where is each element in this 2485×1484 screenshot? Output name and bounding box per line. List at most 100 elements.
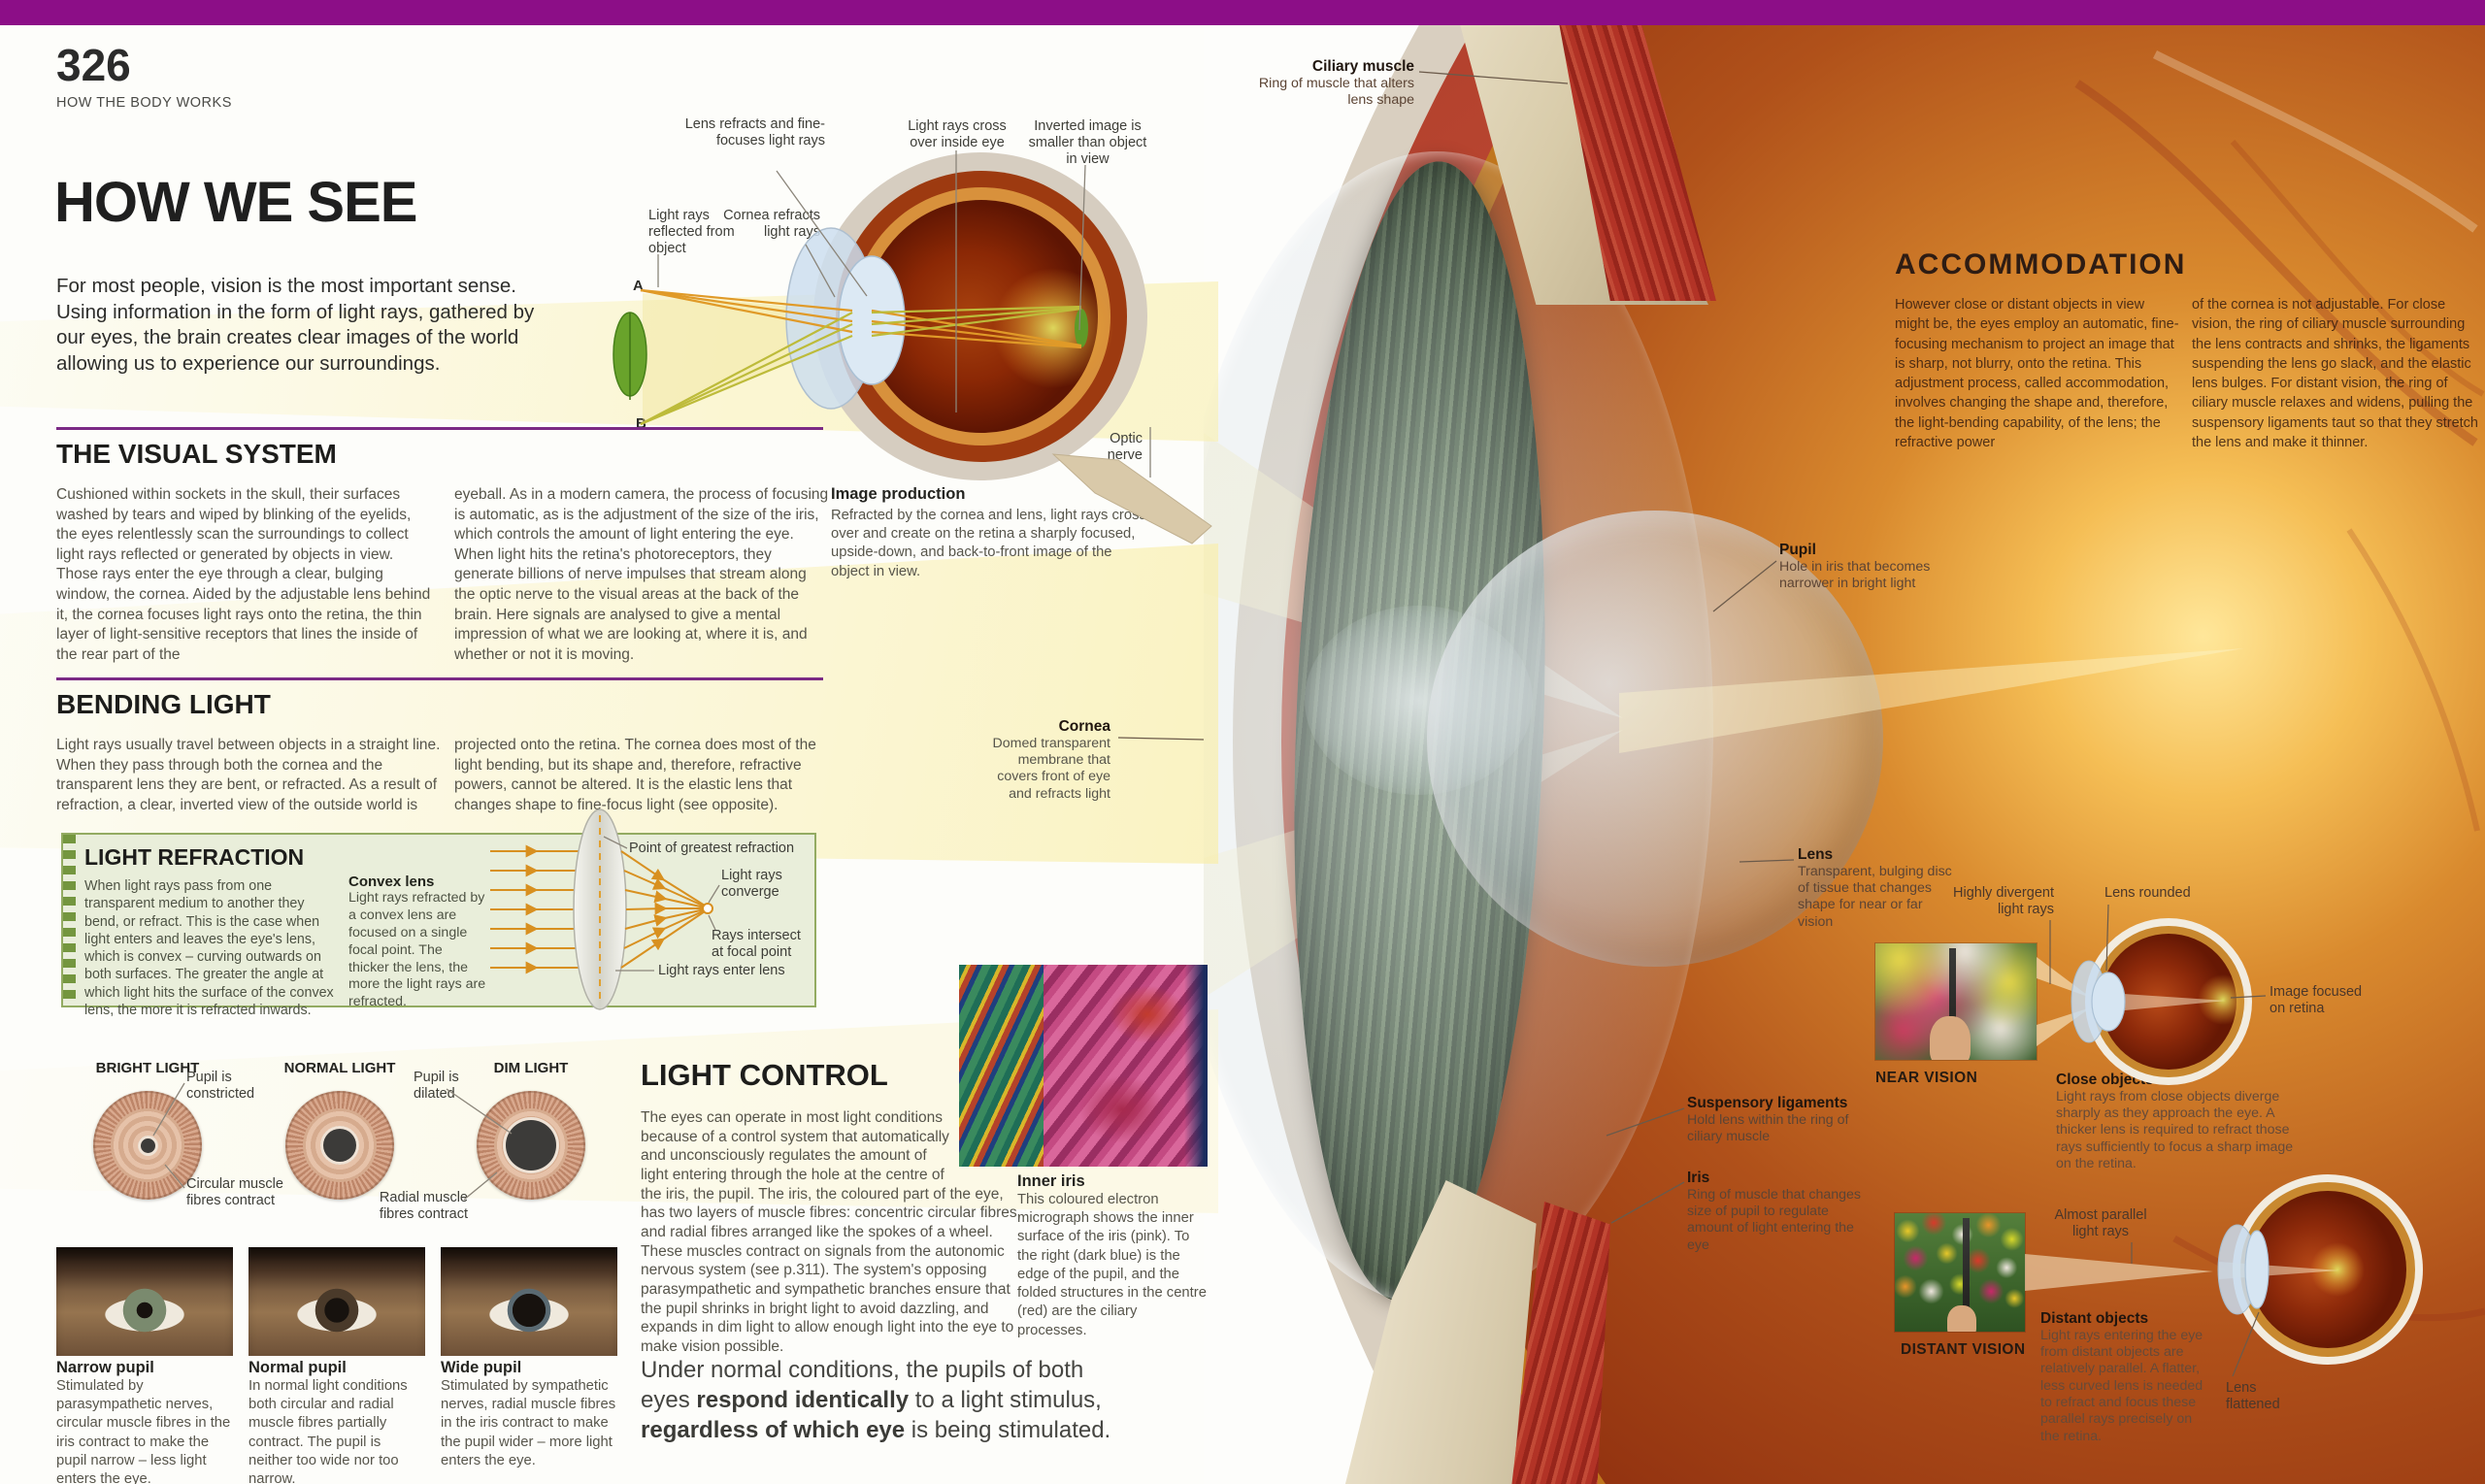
label-lens-refracts: Lens refracts and fine-focuses light ray…: [684, 116, 825, 149]
accommodation-col2: of the cornea is not adjustable. For clo…: [2192, 297, 2478, 451]
label-rays-cross: Light rays cross over inside eye: [908, 118, 1007, 151]
photo-iris: [312, 1284, 362, 1336]
label-lens-rounded: Lens rounded: [2104, 885, 2191, 901]
light-control-body: The eyes can operate in most light condi…: [641, 1109, 1021, 1356]
wide-pupil-body: Stimulated by sympathetic nerves, radial…: [441, 1378, 616, 1468]
ciliary-muscle-title: Ciliary muscle: [1311, 58, 1414, 75]
accommodation-col1: However close or distant objects in view…: [1895, 297, 2179, 451]
iris-label-body: Ring of muscle that changes size of pupi…: [1687, 1186, 1862, 1253]
pupil-label-body: Hole in iris that becomes narrower in br…: [1779, 558, 1931, 592]
label-light-rays-reflected: Light rays reflected from object: [648, 208, 735, 257]
cornea-label-body: Domed transparent membrane that covers f…: [992, 735, 1110, 802]
distant-objects-title: Distant objects: [2040, 1310, 2149, 1327]
refraction-heading: LIGHT REFRACTION: [84, 844, 305, 870]
iris-label-title: Iris: [1687, 1170, 1710, 1186]
narrow-pupil-body: Stimulated by parasympathetic nerves, ci…: [56, 1378, 231, 1484]
accommodation-heading: ACCOMMODATION: [1895, 248, 2187, 280]
light-control-heading: LIGHT CONTROL: [641, 1058, 888, 1092]
giant-eye-sclera: [1233, 25, 2485, 1484]
intro-paragraph: For most people, vision is the most impo…: [56, 275, 535, 375]
page-number: 326: [56, 40, 131, 90]
near-vision-eye-diagram: [2037, 904, 2267, 1085]
pupil-dilated: [506, 1120, 556, 1171]
distant-vision-photo: [1895, 1213, 2025, 1332]
label-image-focused: Image focused on retina: [2270, 984, 2363, 1017]
suspensory-ligaments-title: Suspensory ligaments: [1687, 1095, 1848, 1111]
refraction-body: When light rays pass from one transparen…: [84, 878, 334, 1019]
series-title: HOW THE BODY WORKS: [56, 95, 232, 111]
label-point-b: B: [636, 415, 646, 432]
label-rays-converge: Light rays converge: [721, 868, 782, 901]
normal-light-heading: NORMAL LIGHT: [283, 1060, 396, 1076]
iris-diagram-dim: [477, 1091, 585, 1200]
inner-iris-body: This coloured electron micrograph shows …: [1017, 1192, 1207, 1338]
image-production-body: Refracted by the cornea and lens, light …: [831, 508, 1146, 579]
eye-muscle-bottom: [1511, 1202, 1610, 1484]
lens-label-title: Lens: [1798, 846, 1834, 863]
visual-system-col2: eyeball. As in a modern camera, the proc…: [454, 486, 829, 663]
photo-iris: [119, 1284, 170, 1336]
label-optic-nerve: Optic nerve: [1107, 431, 1143, 464]
refraction-box-edge-decoration: [63, 835, 76, 1006]
label-pupil-dilated: Pupil is dilated: [414, 1070, 459, 1103]
finger: [1946, 1305, 1976, 1332]
pupil-constricted: [141, 1138, 155, 1153]
eye-photo-normal-pupil: [248, 1247, 425, 1356]
finger: [1930, 1016, 1971, 1060]
micrograph-pupil-edge: [1184, 965, 1208, 1167]
label-circular-fibres: Circular muscle fibres contract: [186, 1176, 283, 1209]
light-beam-focused: [1619, 648, 2244, 753]
bending-light-col1: Light rays usually travel between object…: [56, 737, 441, 813]
label-divergent-rays: Highly divergent light rays: [1953, 885, 2054, 918]
pupil-label-title: Pupil: [1779, 542, 1816, 558]
label-inverted-image: Inverted image is smaller than object in…: [1028, 118, 1147, 168]
lens-label-body: Transparent, bulging disc of tissue that…: [1798, 863, 1952, 930]
label-greatest-refraction: Point of greatest refraction: [629, 841, 795, 856]
label-pupil-constricted: Pupil is constricted: [186, 1070, 255, 1103]
light-beam-upper: [1204, 433, 1623, 718]
section-rule: [56, 427, 823, 430]
anatomy-leader-lines: [1117, 71, 1795, 1224]
giant-eye-muscle-layer: [1281, 25, 2485, 1484]
label-rays-intersect: Rays intersect at focal point: [712, 928, 801, 961]
near-vision-photo: [1875, 943, 2037, 1060]
ciliary-muscle-body: Ring of muscle that alters lens shape: [1258, 75, 1414, 109]
label-point-a: A: [633, 278, 644, 294]
label-lens-flattened: Lens flattened: [2226, 1380, 2280, 1413]
giant-eye-pupil: [1305, 606, 1533, 795]
bright-light-heading: BRIGHT LIGHT: [95, 1060, 200, 1076]
distant-vision-label: DISTANT VISION: [1901, 1341, 2026, 1358]
narrow-pupil-title: Narrow pupil: [56, 1359, 154, 1376]
micrograph-ciliary-strands: [959, 965, 1044, 1167]
inner-iris-title: Inner iris: [1017, 1172, 1085, 1190]
image-production-title: Image production: [831, 485, 966, 503]
giant-eye-illustration: [1204, 25, 2485, 1484]
eye-muscle-top: [1557, 25, 1716, 301]
suspensory-ligaments-body: Hold lens within the ring of ciliary mus…: [1687, 1111, 1849, 1145]
photo-iris: [504, 1284, 554, 1336]
top-color-bar: [0, 0, 2485, 25]
bending-light-heading: BENDING LIGHT: [56, 689, 271, 719]
pupil-statement: Under normal conditions, the pupils of b…: [641, 1357, 1111, 1444]
normal-pupil-title: Normal pupil: [248, 1359, 347, 1376]
inner-iris-micrograph: [959, 965, 1208, 1167]
iris-diagram-normal: [285, 1091, 394, 1200]
blood-vessels-texture: [2074, 49, 2485, 1322]
label-parallel-rays: Almost parallel light rays: [2054, 1207, 2147, 1240]
cornea-label-title: Cornea: [1058, 718, 1110, 735]
convex-lens-body: Light rays refracted by a convex lens ar…: [348, 890, 486, 1010]
light-refraction-box: LIGHT REFRACTION When light rays pass fr…: [61, 833, 816, 1018]
close-objects-body: Light rays from close objects diverge sh…: [2056, 1088, 2294, 1172]
micrograph-fold: [1077, 1075, 1166, 1144]
giant-eye-iris: [1276, 156, 1564, 1306]
skull-bone-bottom: [1343, 1180, 1537, 1484]
pencil: [1962, 1217, 1970, 1311]
label-cornea-refracts: Cornea refracts light rays: [723, 208, 820, 241]
normal-pupil-body: In normal light conditions both circular…: [248, 1378, 408, 1484]
micrograph-fold: [1108, 984, 1186, 1043]
page-title: HOW WE SEE: [54, 171, 417, 234]
visual-system-heading: THE VISUAL SYSTEM: [56, 439, 337, 469]
wide-pupil-title: Wide pupil: [441, 1359, 522, 1376]
near-vision-label: NEAR VISION: [1875, 1070, 1978, 1086]
